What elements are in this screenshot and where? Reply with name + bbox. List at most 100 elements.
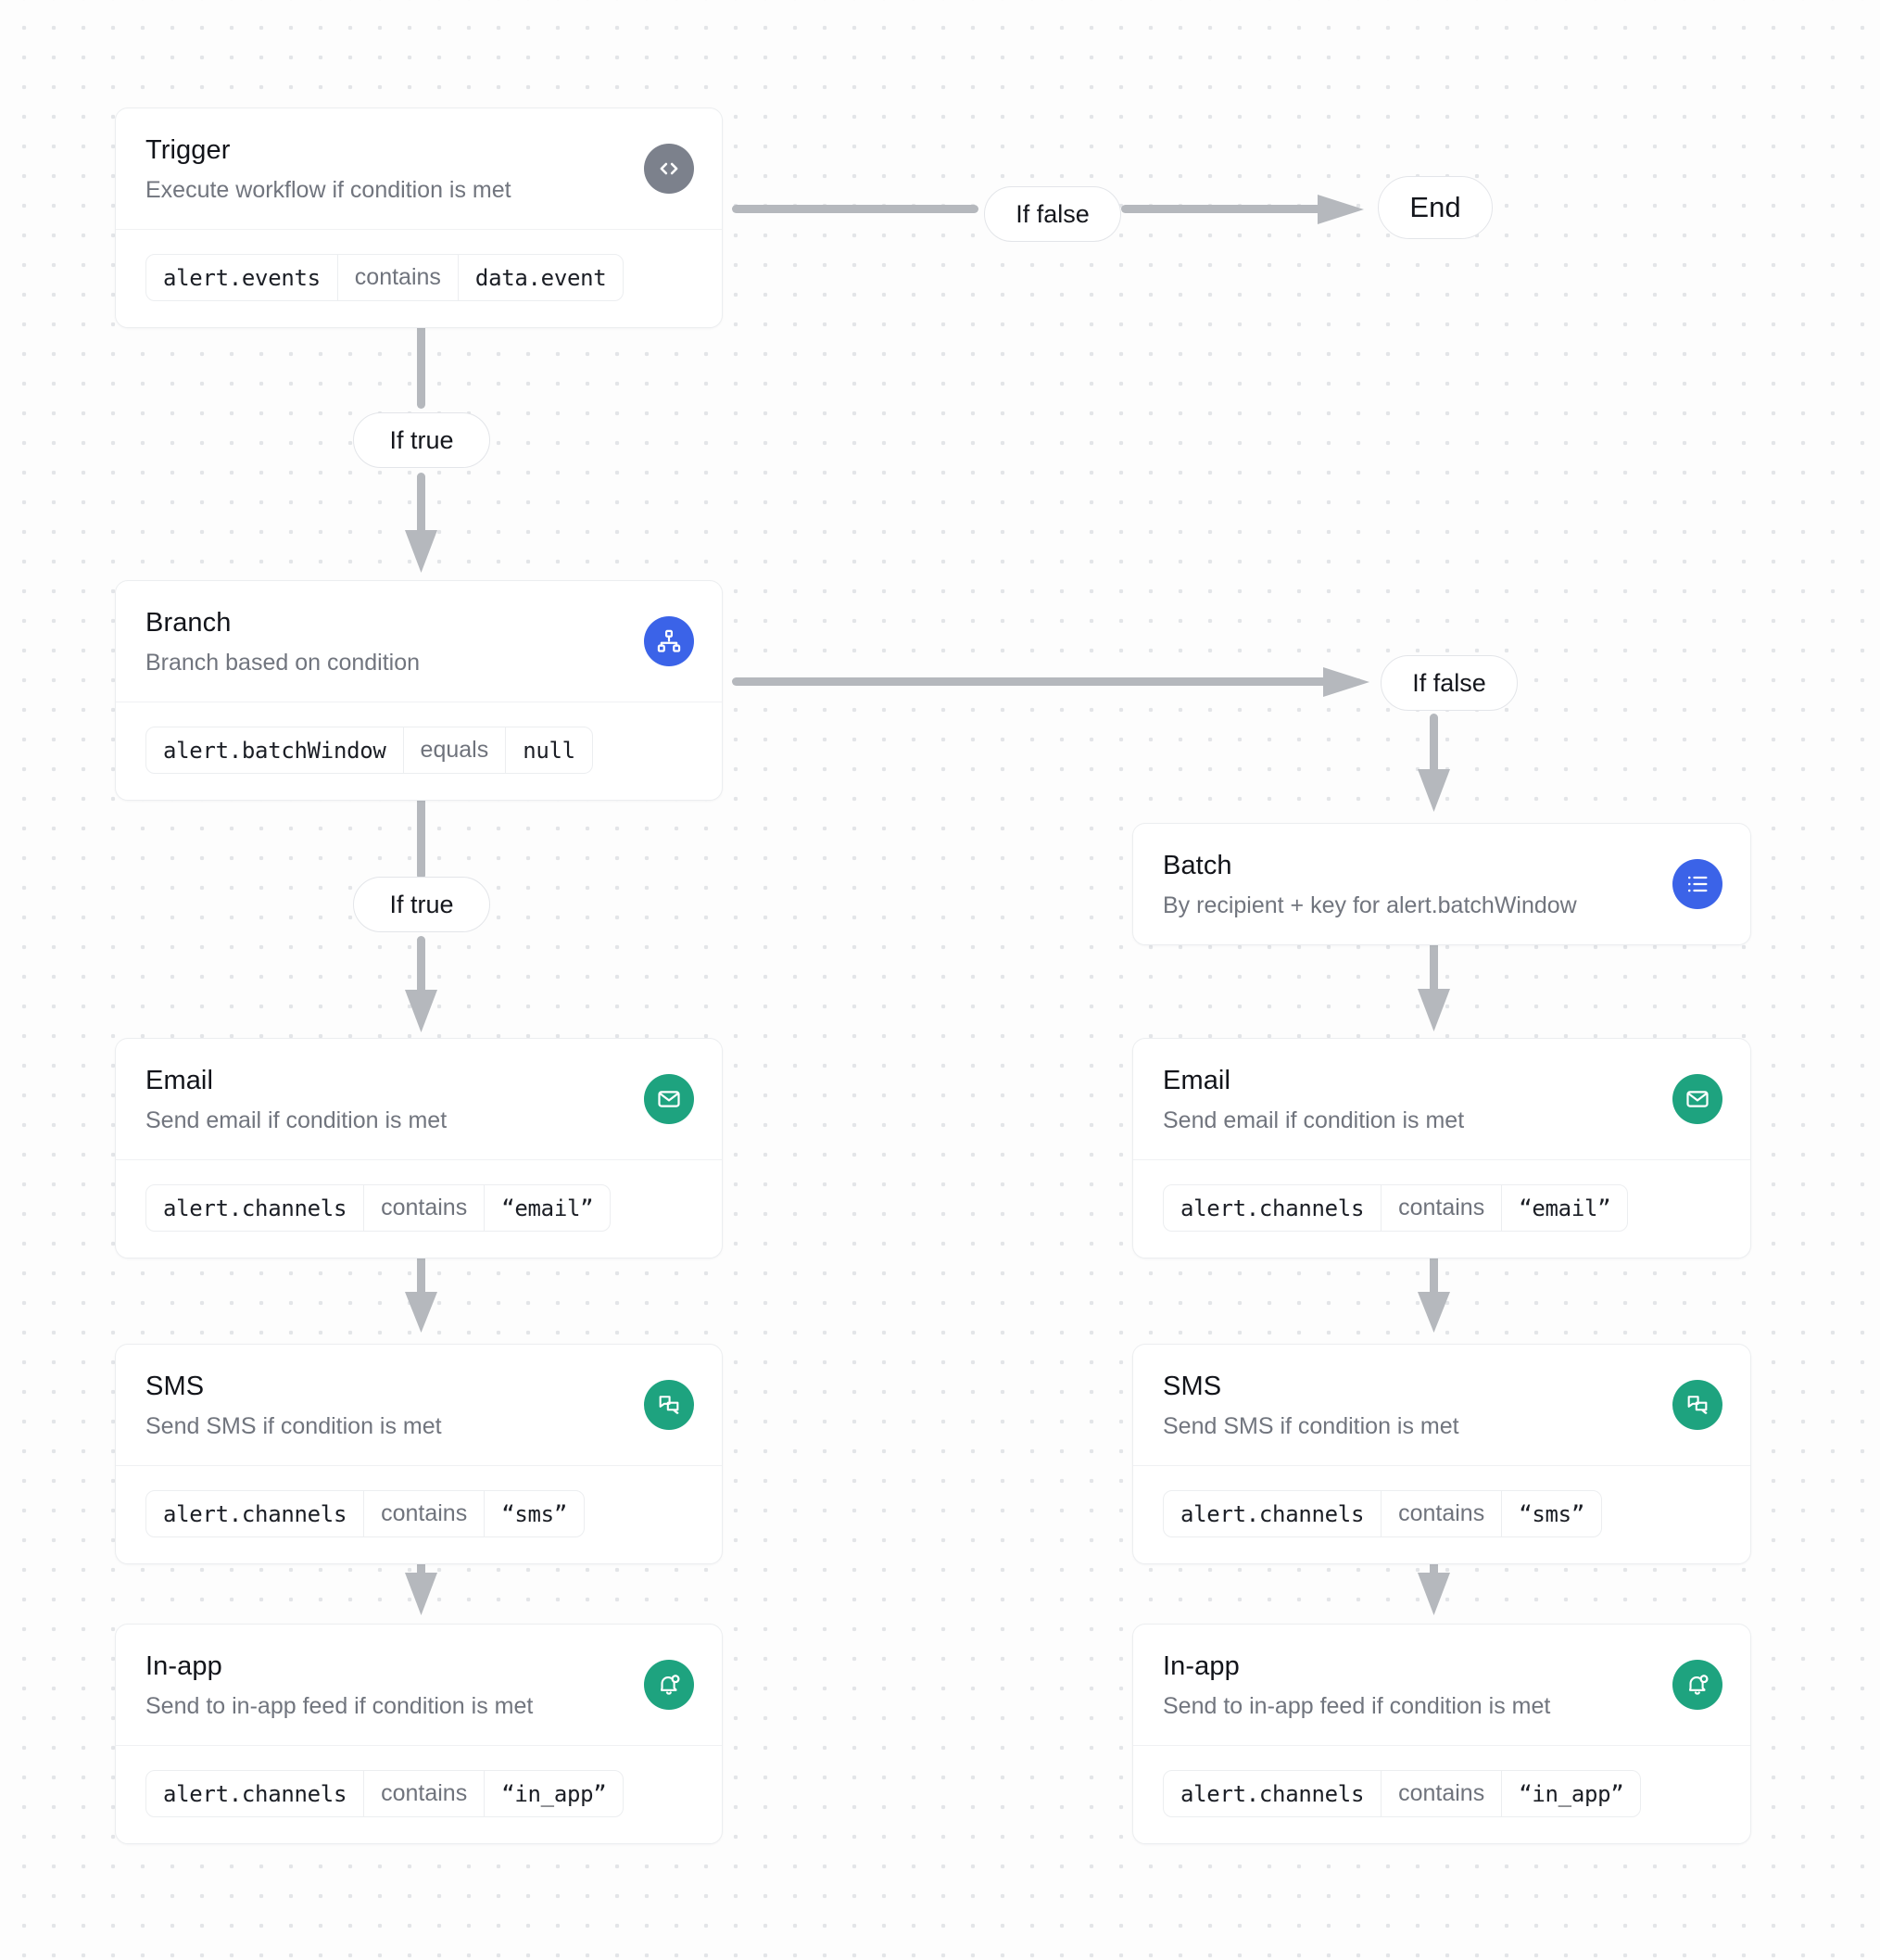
sms-left-title: SMS xyxy=(145,1372,205,1401)
condition-operand-right: “sms” xyxy=(501,1500,567,1527)
condition-operand-left: alert.channels xyxy=(163,1195,347,1221)
sms-left-header: SMS Send SMS if condition is met xyxy=(116,1345,722,1467)
node-trigger[interactable]: Trigger Execute workflow if condition is… xyxy=(115,107,723,329)
connector-trigger-true-line xyxy=(411,310,432,412)
condition-chip[interactable]: alert.batchWindow equals null xyxy=(145,727,593,775)
inapp-right-header: In-app Send to in-app feed if condition … xyxy=(1133,1625,1750,1747)
condition-chip[interactable]: alert.events contains data.event xyxy=(145,254,625,302)
email-left-subtitle: Send email if condition is met xyxy=(145,1106,448,1133)
condition-operand-right: “in_app” xyxy=(501,1780,607,1807)
connector-branch-true-line xyxy=(411,783,432,885)
pill-branch-if-false[interactable]: If false xyxy=(1381,655,1518,711)
condition-chip[interactable]: alert.channels contains “email” xyxy=(145,1184,612,1233)
condition-operand-right: data.event xyxy=(474,264,607,291)
inapp-left-condition-row: alert.channels contains “in_app” xyxy=(116,1746,722,1843)
pill-branch-if-true[interactable]: If true xyxy=(353,877,490,932)
node-email-left[interactable]: Email Send email if condition is met ale… xyxy=(115,1038,723,1259)
end-label: End xyxy=(1409,191,1461,223)
bell-icon xyxy=(644,1660,694,1711)
condition-operator: contains xyxy=(1381,1771,1503,1817)
chat-bubbles-icon xyxy=(1672,1380,1722,1431)
connector-false-to-batch-arrow xyxy=(1415,714,1454,820)
condition-operand-left: alert.channels xyxy=(163,1780,347,1807)
email-right-header: Email Send email if condition is met xyxy=(1133,1039,1750,1161)
chat-bubbles-icon xyxy=(644,1380,694,1431)
condition-operand-left: alert.channels xyxy=(1180,1780,1365,1807)
pill-trigger-if-false[interactable]: If false xyxy=(984,186,1121,242)
inapp-left-subtitle: Send to in-app feed if condition is met xyxy=(145,1692,534,1719)
batch-subtitle: By recipient + key for alert.batchWindow xyxy=(1163,891,1577,918)
connector-true-to-branch-arrow xyxy=(402,473,441,579)
pill-label: If true xyxy=(389,890,454,918)
branch-title: Branch xyxy=(145,608,232,638)
email-left-title: Email xyxy=(145,1066,214,1095)
condition-operand-right: “sms” xyxy=(1519,1500,1584,1527)
condition-chip[interactable]: alert.channels contains “sms” xyxy=(1163,1490,1602,1538)
email-left-condition-row: alert.channels contains “email” xyxy=(116,1160,722,1258)
envelope-icon xyxy=(644,1074,694,1125)
sms-left-subtitle: Send SMS if condition is met xyxy=(145,1412,442,1439)
condition-operator: contains xyxy=(363,1771,486,1817)
condition-operand-right: “email” xyxy=(501,1195,594,1221)
code-icon xyxy=(644,144,694,195)
node-end[interactable]: End xyxy=(1378,176,1493,239)
pill-label: If false xyxy=(1412,668,1486,697)
node-email-right[interactable]: Email Send email if condition is met ale… xyxy=(1132,1038,1751,1259)
email-right-subtitle: Send email if condition is met xyxy=(1163,1106,1465,1133)
condition-operand-left: alert.channels xyxy=(1180,1500,1365,1527)
sms-right-condition-row: alert.channels contains “sms” xyxy=(1133,1466,1750,1563)
inapp-right-subtitle: Send to in-app feed if condition is met xyxy=(1163,1692,1551,1719)
list-icon xyxy=(1672,859,1722,910)
condition-chip[interactable]: alert.channels contains “email” xyxy=(1163,1184,1629,1233)
inapp-right-title: In-app xyxy=(1163,1651,1240,1681)
email-right-condition-row: alert.channels contains “email” xyxy=(1133,1160,1750,1258)
pill-label: If true xyxy=(389,425,454,454)
node-sms-left[interactable]: SMS Send SMS if condition is met alert.c… xyxy=(115,1344,723,1565)
sms-right-subtitle: Send SMS if condition is met xyxy=(1163,1412,1459,1439)
node-inapp-left[interactable]: In-app Send to in-app feed if condition … xyxy=(115,1624,723,1845)
connector-batch-to-email-arrow xyxy=(1415,931,1454,1038)
sms-right-header: SMS Send SMS if condition is met xyxy=(1133,1345,1750,1467)
node-inapp-right[interactable]: In-app Send to in-app feed if condition … xyxy=(1132,1624,1751,1845)
node-sms-right[interactable]: SMS Send SMS if condition is met alert.c… xyxy=(1132,1344,1751,1565)
batch-header: Batch By recipient + key for alert.batch… xyxy=(1133,824,1750,944)
condition-operand-left: alert.channels xyxy=(163,1500,347,1527)
inapp-left-header: In-app Send to in-app feed if condition … xyxy=(116,1625,722,1747)
connector-email-to-sms-right-arrow xyxy=(1415,1246,1454,1339)
condition-operand-right: null xyxy=(523,737,575,764)
sitemap-icon xyxy=(644,616,694,667)
batch-title: Batch xyxy=(1163,851,1232,880)
condition-operator: equals xyxy=(402,727,507,774)
email-right-title: Email xyxy=(1163,1066,1231,1095)
connector-trigger-false-line xyxy=(732,199,982,218)
trigger-condition-row: alert.events contains data.event xyxy=(116,230,722,327)
sms-left-condition-row: alert.channels contains “sms” xyxy=(116,1466,722,1563)
condition-chip[interactable]: alert.channels contains “sms” xyxy=(145,1490,585,1538)
inapp-left-title: In-app xyxy=(145,1651,222,1681)
condition-operator: contains xyxy=(1381,1491,1503,1537)
pill-trigger-if-true[interactable]: If true xyxy=(353,412,490,468)
condition-operand-right: “email” xyxy=(1519,1195,1611,1221)
pill-label: If false xyxy=(1016,199,1090,228)
node-branch[interactable]: Branch Branch based on condition alert.b… xyxy=(115,580,723,802)
condition-chip[interactable]: alert.channels contains “in_app” xyxy=(1163,1770,1642,1818)
bell-icon xyxy=(1672,1660,1722,1711)
branch-header: Branch Branch based on condition xyxy=(116,581,722,703)
sms-right-title: SMS xyxy=(1163,1372,1222,1401)
envelope-icon xyxy=(1672,1074,1722,1125)
connector-branch-false-arrow xyxy=(732,665,1381,702)
connector-email-to-sms-left-arrow xyxy=(402,1246,441,1339)
condition-operand-left: alert.batchWindow xyxy=(163,737,386,764)
node-batch[interactable]: Batch By recipient + key for alert.batch… xyxy=(1132,823,1751,946)
condition-operand-right: “in_app” xyxy=(1519,1780,1624,1807)
email-left-header: Email Send email if condition is met xyxy=(116,1039,722,1161)
trigger-header: Trigger Execute workflow if condition is… xyxy=(116,108,722,231)
inapp-right-condition-row: alert.channels contains “in_app” xyxy=(1133,1746,1750,1843)
connector-true-to-email-arrow xyxy=(402,936,441,1038)
trigger-title: Trigger xyxy=(145,135,231,165)
condition-operator: contains xyxy=(1381,1185,1503,1232)
trigger-subtitle: Execute workflow if condition is met xyxy=(145,176,511,203)
condition-chip[interactable]: alert.channels contains “in_app” xyxy=(145,1770,625,1818)
condition-operator: contains xyxy=(336,255,459,301)
